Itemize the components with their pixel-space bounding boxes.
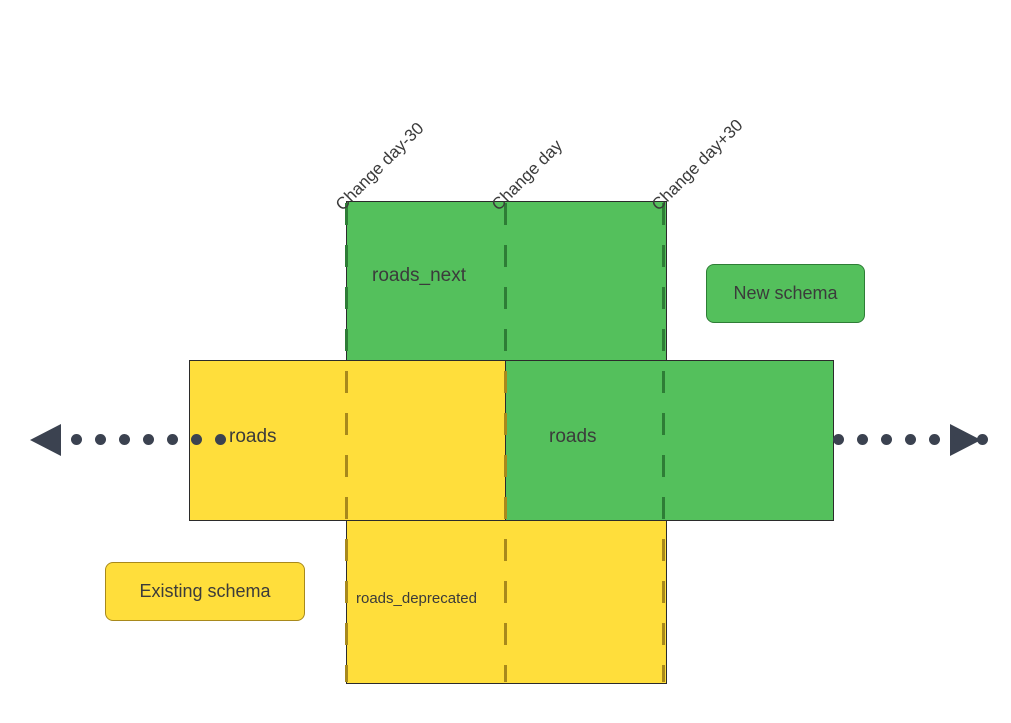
milestone-dash-segment <box>662 455 665 477</box>
milestone-dash-segment <box>345 623 348 645</box>
milestone-dash-segment <box>662 287 665 309</box>
block-label-roads-new: roads <box>549 426 597 447</box>
timeline-dot <box>143 434 154 445</box>
milestone-dash-segment <box>345 245 348 267</box>
milestone-dash-segment <box>662 245 665 267</box>
milestone-dash-segment <box>662 623 665 645</box>
milestone-dash-segment <box>504 413 507 435</box>
arrow-left-icon <box>30 424 61 456</box>
timeline-dot <box>905 434 916 445</box>
milestone-dash-segment <box>504 539 507 561</box>
legend-existing-schema-label: Existing schema <box>139 581 271 601</box>
milestone-dash-segment <box>345 203 348 225</box>
legend-existing-schema: Existing schema <box>105 562 305 621</box>
timeline-dot <box>71 434 82 445</box>
milestone-dash-segment <box>504 623 507 645</box>
timeline-dot <box>833 434 844 445</box>
block-label-roads-existing: roads <box>229 426 277 447</box>
milestone-dash-segment <box>662 539 665 561</box>
milestone-dash-segment <box>662 371 665 393</box>
legend-new-schema-label: New schema <box>733 283 838 303</box>
milestone-dash-segment <box>662 581 665 603</box>
timeline-dot <box>881 434 892 445</box>
milestone-dash-segment <box>345 371 348 393</box>
legend-new-schema: New schema <box>706 264 865 323</box>
milestone-dash-segment <box>345 539 348 561</box>
milestone-dash-segment <box>345 329 348 351</box>
milestone-dash-segment <box>345 413 348 435</box>
block-label-roads-deprecated: roads_deprecated <box>356 590 477 607</box>
timeline-dot <box>953 434 964 445</box>
milestone-dash-segment <box>504 329 507 351</box>
block-roads-new <box>505 360 834 521</box>
timeline-dot <box>119 434 130 445</box>
timeline-dot <box>95 434 106 445</box>
milestone-dash-segment <box>345 497 348 519</box>
timeline-dot <box>167 434 178 445</box>
milestone-dash-segment <box>662 497 665 519</box>
timeline-dot <box>857 434 868 445</box>
milestone-dash-segment <box>662 665 665 682</box>
milestone-dash-segment <box>345 287 348 309</box>
milestone-dash-segment <box>345 665 348 682</box>
milestone-dash-segment <box>662 329 665 351</box>
timeline-dot <box>977 434 988 445</box>
milestone-dash-segment <box>662 203 665 225</box>
milestone-dash-segment <box>504 287 507 309</box>
milestone-label-change-day-plus-30: Change day+30 <box>647 115 747 215</box>
milestone-dash-segment <box>345 455 348 477</box>
timeline-dot <box>215 434 226 445</box>
timeline-dot <box>929 434 940 445</box>
milestone-dash-segment <box>504 371 507 393</box>
milestone-dash-segment <box>504 203 507 225</box>
milestone-dash-segment <box>504 245 507 267</box>
milestone-dash-segment <box>504 581 507 603</box>
milestone-dash-segment <box>662 413 665 435</box>
milestone-dash-segment <box>345 581 348 603</box>
milestone-dash-segment <box>504 455 507 477</box>
milestone-dash-segment <box>504 665 507 682</box>
block-label-roads-next: roads_next <box>372 265 467 286</box>
milestone-dash-segment <box>504 497 507 519</box>
timeline-dot <box>191 434 202 445</box>
